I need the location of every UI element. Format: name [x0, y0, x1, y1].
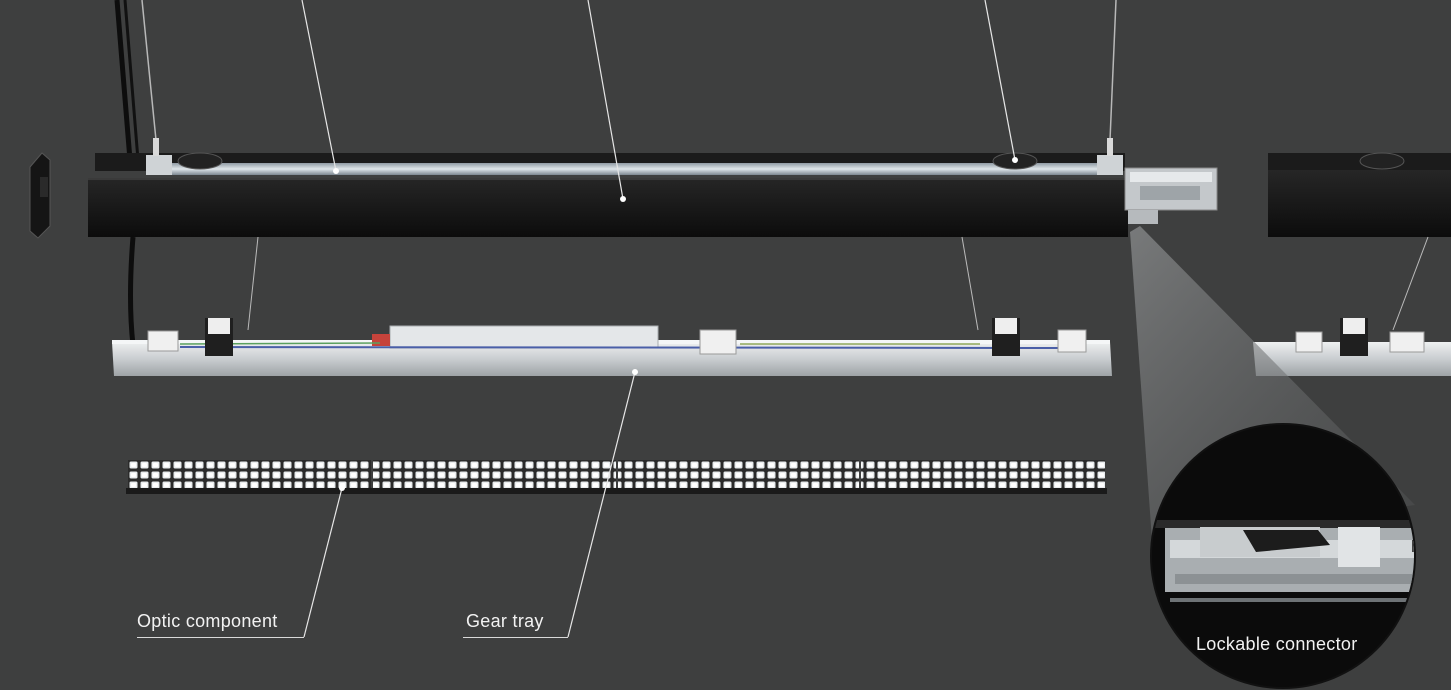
- leader-lines: [302, 0, 1015, 637]
- tray-wires: [248, 237, 1428, 330]
- gear-tray-underline: [463, 637, 568, 638]
- optic-component-underline: [137, 637, 304, 638]
- housing: [88, 138, 1217, 237]
- end-cap: [30, 153, 50, 238]
- label-gear-tray: Gear tray: [466, 611, 544, 632]
- adjacent-gear-tray: [1253, 318, 1451, 376]
- label-lockable-connector: Lockable connector: [1196, 634, 1358, 655]
- optic-component: [126, 460, 1107, 494]
- gear-tray: [112, 318, 1112, 376]
- label-optic-component: Optic component: [137, 611, 278, 632]
- adjacent-housing: [1268, 153, 1451, 237]
